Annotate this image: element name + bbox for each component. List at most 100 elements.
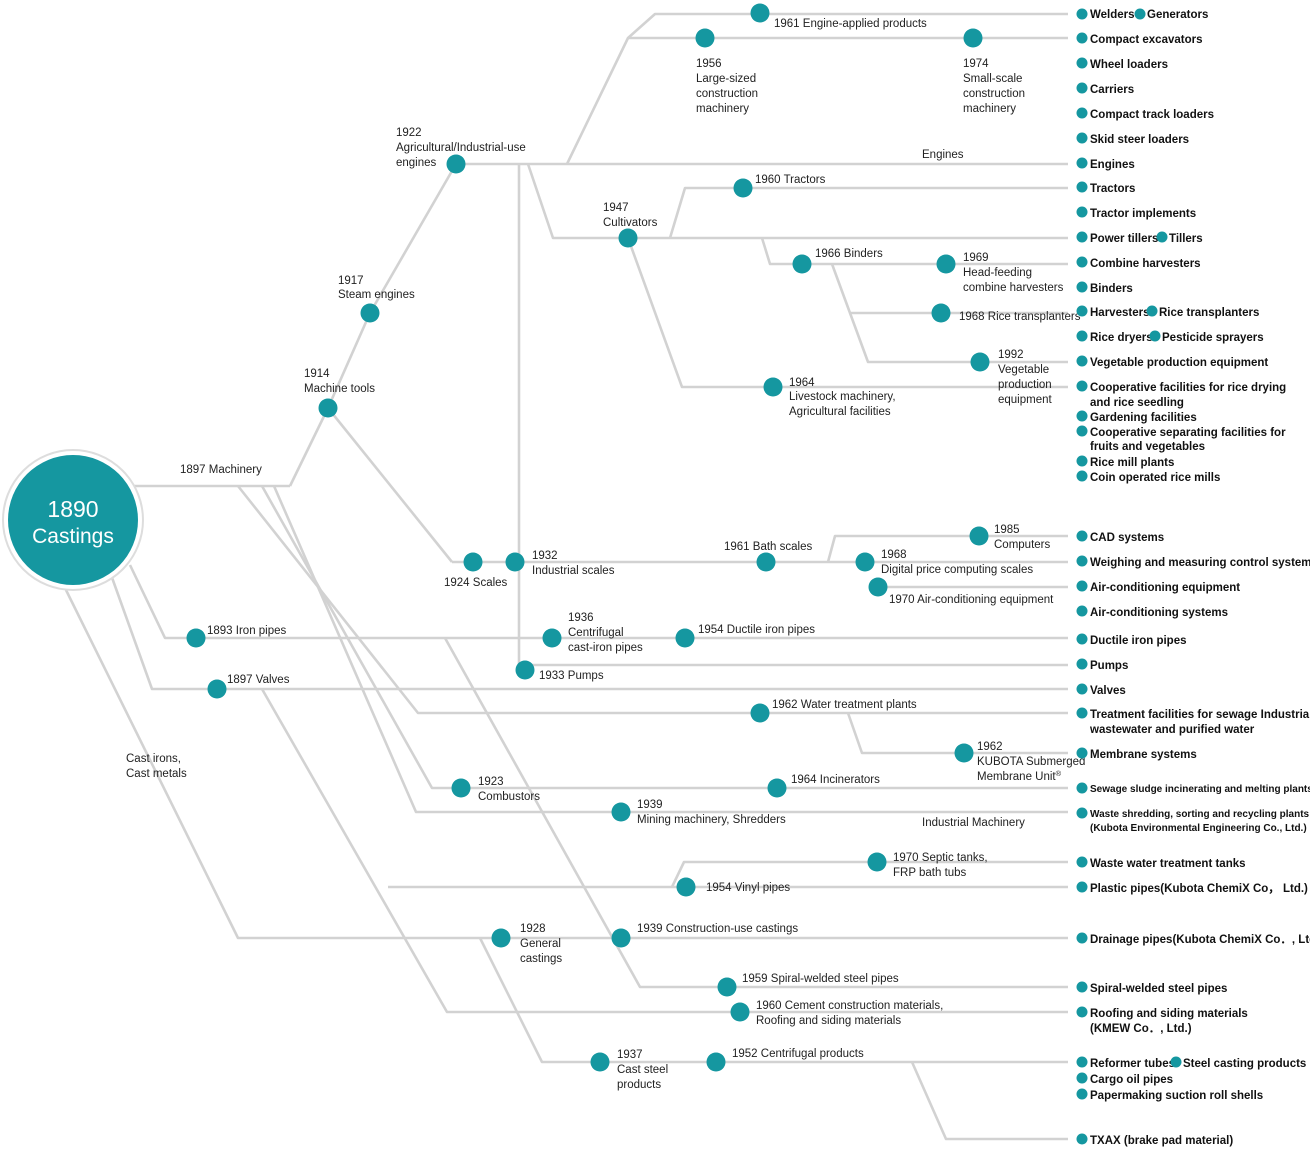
industrial-machinery-label: Industrial Machinery — [922, 817, 1025, 829]
product-bullet — [1076, 881, 1088, 893]
node-ductile — [675, 628, 695, 648]
centrifugal-products-label: 1952 Centrifugal products — [732, 1048, 864, 1060]
branch-labels: 1897 Machinery Cast irons, Cast metals E… — [126, 149, 1025, 829]
septic-label-1: 1970 Septic tanks, — [893, 852, 988, 864]
node-machine-tools — [318, 398, 338, 418]
node-scales — [463, 552, 483, 572]
ag-engines-label-2: Agricultural/Industrial-use — [396, 142, 526, 154]
node-septic — [867, 852, 887, 872]
livestock-label-2: Livestock machinery, — [789, 391, 896, 403]
product-bullet — [1076, 256, 1088, 268]
large-construction-label-3: construction — [696, 88, 758, 100]
vegetable-label-3: production — [998, 379, 1052, 391]
product-bullet — [1076, 305, 1088, 317]
product-waste-shredding-sub: (Kubota Environmental Engineering Co., L… — [1090, 823, 1307, 834]
product-weighing: Weighing and measuring control systems — [1090, 557, 1310, 569]
node-centrifugal-products — [706, 1052, 726, 1072]
node-spiral — [717, 977, 737, 997]
node-large-construction — [695, 28, 715, 48]
product-bullet — [1076, 605, 1088, 617]
cast-steel-label-1: 1937 — [617, 1049, 643, 1061]
node-iron-pipes — [186, 628, 206, 648]
steam-engines-label-1: 1917 — [338, 275, 364, 287]
product-rice-dryers: Rice dryers — [1090, 332, 1153, 344]
vegetable-label-2: Vegetable — [998, 364, 1049, 376]
product-bullet — [1076, 981, 1088, 993]
product-roofing-1: Roofing and siding materials — [1090, 1008, 1248, 1020]
product-tractors: Tractors — [1090, 183, 1135, 195]
product-welders: Welders — [1090, 9, 1135, 21]
root-label: Castings — [32, 525, 114, 548]
product-membrane-systems: Membrane systems — [1090, 749, 1197, 761]
product-bullet — [1076, 658, 1088, 670]
product-bullet — [1076, 181, 1088, 193]
product-treatment-2: wastewater and purified water — [1089, 724, 1255, 736]
node-general-castings — [491, 928, 511, 948]
centrifugal-pipes-label-1: 1936 — [568, 612, 594, 624]
computers-label-2: Computers — [994, 539, 1050, 551]
milestone-labels: 1893 Iron pipes 1897 Valves 1914 Machine… — [207, 18, 1085, 1091]
product-waste-shredding: Waste shredding, sorting and recycling p… — [1090, 809, 1310, 820]
machinery-label: 1897 Machinery — [180, 464, 262, 476]
product-bullet — [1076, 782, 1088, 794]
product-valves: Valves — [1090, 685, 1126, 697]
digital-price-label-2: Digital price computing scales — [881, 564, 1033, 576]
product-compact-excavators: Compact excavators — [1090, 34, 1203, 46]
node-steam-engines — [360, 303, 380, 323]
product-bullet — [1076, 1133, 1088, 1145]
scales-label: 1924 Scales — [444, 577, 508, 589]
vinyl-label: 1954 Vinyl pipes — [706, 882, 790, 894]
product-treatment-1: Treatment facilities for sewage Industri… — [1090, 709, 1310, 721]
product-pesticide-sprayers: Pesticide sprayers — [1162, 332, 1264, 344]
engines-branch-label: Engines — [922, 149, 964, 161]
product-steel-casting: Steel casting products — [1183, 1058, 1306, 1070]
steam-engines-label-2: Steam engines — [338, 289, 415, 301]
membrane-label-1: 1962 — [977, 741, 1003, 753]
node-mining — [611, 802, 631, 822]
product-papermaking: Papermaking suction roll shells — [1090, 1090, 1263, 1102]
product-bullet — [1170, 1056, 1182, 1068]
product-reformer-tubes: Reformer tubes — [1090, 1058, 1175, 1070]
product-bullet — [1076, 707, 1088, 719]
node-head-feeding — [936, 254, 956, 274]
node-ag-engines — [446, 154, 466, 174]
node-combustors — [451, 778, 471, 798]
head-feeding-label-3: combine harvesters — [963, 282, 1064, 294]
node-tractors — [733, 178, 753, 198]
vegetable-label-1: 1992 — [998, 349, 1024, 361]
industrial-scales-label-2: Industrial scales — [532, 565, 615, 577]
incinerators-label: 1964 Incinerators — [791, 774, 880, 786]
head-feeding-label-2: Head-feeding — [963, 267, 1032, 279]
cast-irons-label-2: Cast metals — [126, 768, 187, 780]
centrifugal-pipes-label-3: cast-iron pipes — [568, 642, 643, 654]
product-coop-rice-drying-1: Cooperative facilities for rice drying — [1090, 382, 1286, 394]
construction-castings-label: 1939 Construction-use castings — [637, 923, 798, 935]
product-pumps: Pumps — [1090, 660, 1128, 672]
node-rice-transplanters — [931, 303, 951, 323]
livestock-label-3: Agricultural facilities — [789, 406, 891, 418]
product-bullet — [1076, 355, 1088, 367]
product-rice-mill: Rice mill plants — [1090, 457, 1174, 469]
machine-tools-label-2: Machine tools — [304, 383, 375, 395]
centrifugal-pipes-label-2: Centrifugal — [568, 627, 624, 639]
product-coop-separating-2: fruits and vegetables — [1090, 441, 1205, 453]
bath-scales-label: 1961 Bath scales — [724, 541, 812, 553]
spiral-label: 1959 Spiral-welded steel pipes — [742, 973, 899, 985]
product-bullet — [1076, 683, 1088, 695]
product-roofing-2: (KMEW Co．, Ltd.) — [1090, 1023, 1192, 1035]
membrane-label-3: Membrane Unit® — [977, 769, 1062, 783]
rice-transplanters-label: 1968 Rice transplanters — [959, 311, 1081, 323]
cement-label-1: 1960 Cement construction materials, — [756, 1000, 943, 1012]
large-construction-label-1: 1956 — [696, 58, 722, 70]
product-bullet — [1076, 1088, 1088, 1100]
node-water-treatment — [750, 703, 770, 723]
membrane-label-2: KUBOTA Submerged — [977, 756, 1085, 768]
product-bullet — [1076, 1072, 1088, 1084]
small-construction-label-1: 1974 — [963, 58, 989, 70]
node-cast-steel — [590, 1052, 610, 1072]
cultivators-label-2: Cultivators — [603, 217, 658, 229]
cast-steel-label-2: Cast steel — [617, 1064, 668, 1076]
product-plastic-pipes: Plastic pipes(Kubota ChemiX Co， Ltd.) — [1090, 883, 1308, 895]
machine-tools-label-1: 1914 — [304, 368, 330, 380]
